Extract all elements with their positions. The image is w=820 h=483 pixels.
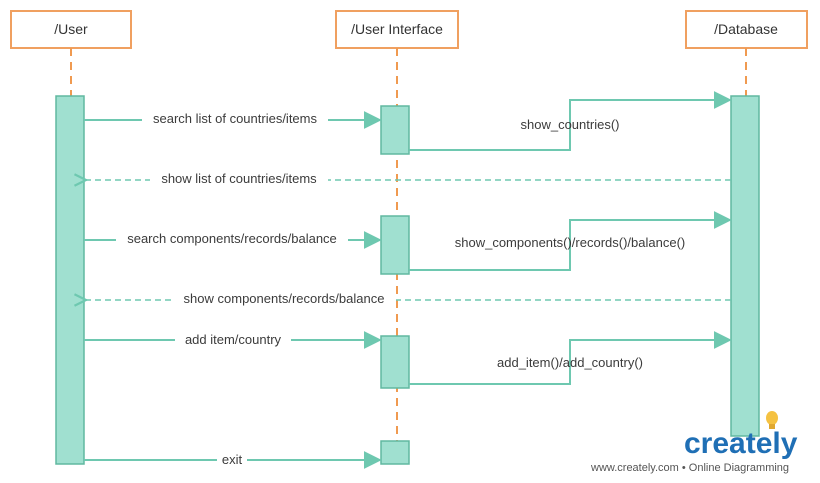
message-exit: exit [84,450,382,469]
message-return-components: show components/records/balance [86,290,731,308]
participant-database: /Database [685,10,808,49]
brand-logo: creately www.creately.com • Online Diagr… [590,411,798,474]
message-show-components: show_components()/records()/balance() [409,211,732,271]
message-label: add item/country [185,332,282,347]
activation-ui-4 [380,440,410,465]
activation-database [730,95,760,437]
message-label: show list of countries/items [161,171,317,186]
message-return-countries: show list of countries/items [86,170,731,188]
message-label: show_countries() [521,117,620,132]
activation-ui-2 [380,215,410,275]
activation-user [55,95,85,465]
message-add-item: add item/country [84,330,382,349]
message-label: show components/records/balance [184,291,385,306]
message-add-country: add_item()/add_country() [409,331,732,385]
activation-ui-3 [380,335,410,389]
message-label: search list of countries/items [153,111,318,126]
message-show-countries: show_countries() [409,91,732,151]
message-label: exit [222,452,243,467]
participant-user-interface: /User Interface [335,10,459,49]
brand-tagline: www.creately.com • Online Diagramming [590,462,789,474]
message-search-components: search components/records/balance [84,230,382,249]
message-search-countries: search list of countries/items [84,110,382,129]
participant-label: /User [54,21,88,37]
activation-ui-1 [380,105,410,155]
participant-user: /User [10,10,132,49]
message-label: show_components()/records()/balance() [455,235,685,250]
lightbulb-icon [766,411,778,429]
brand-name: creately [684,427,798,460]
message-label: add_item()/add_country() [497,355,643,370]
message-label: search components/records/balance [127,231,337,246]
participant-label: /User Interface [351,21,443,37]
participant-label: /Database [714,21,778,37]
